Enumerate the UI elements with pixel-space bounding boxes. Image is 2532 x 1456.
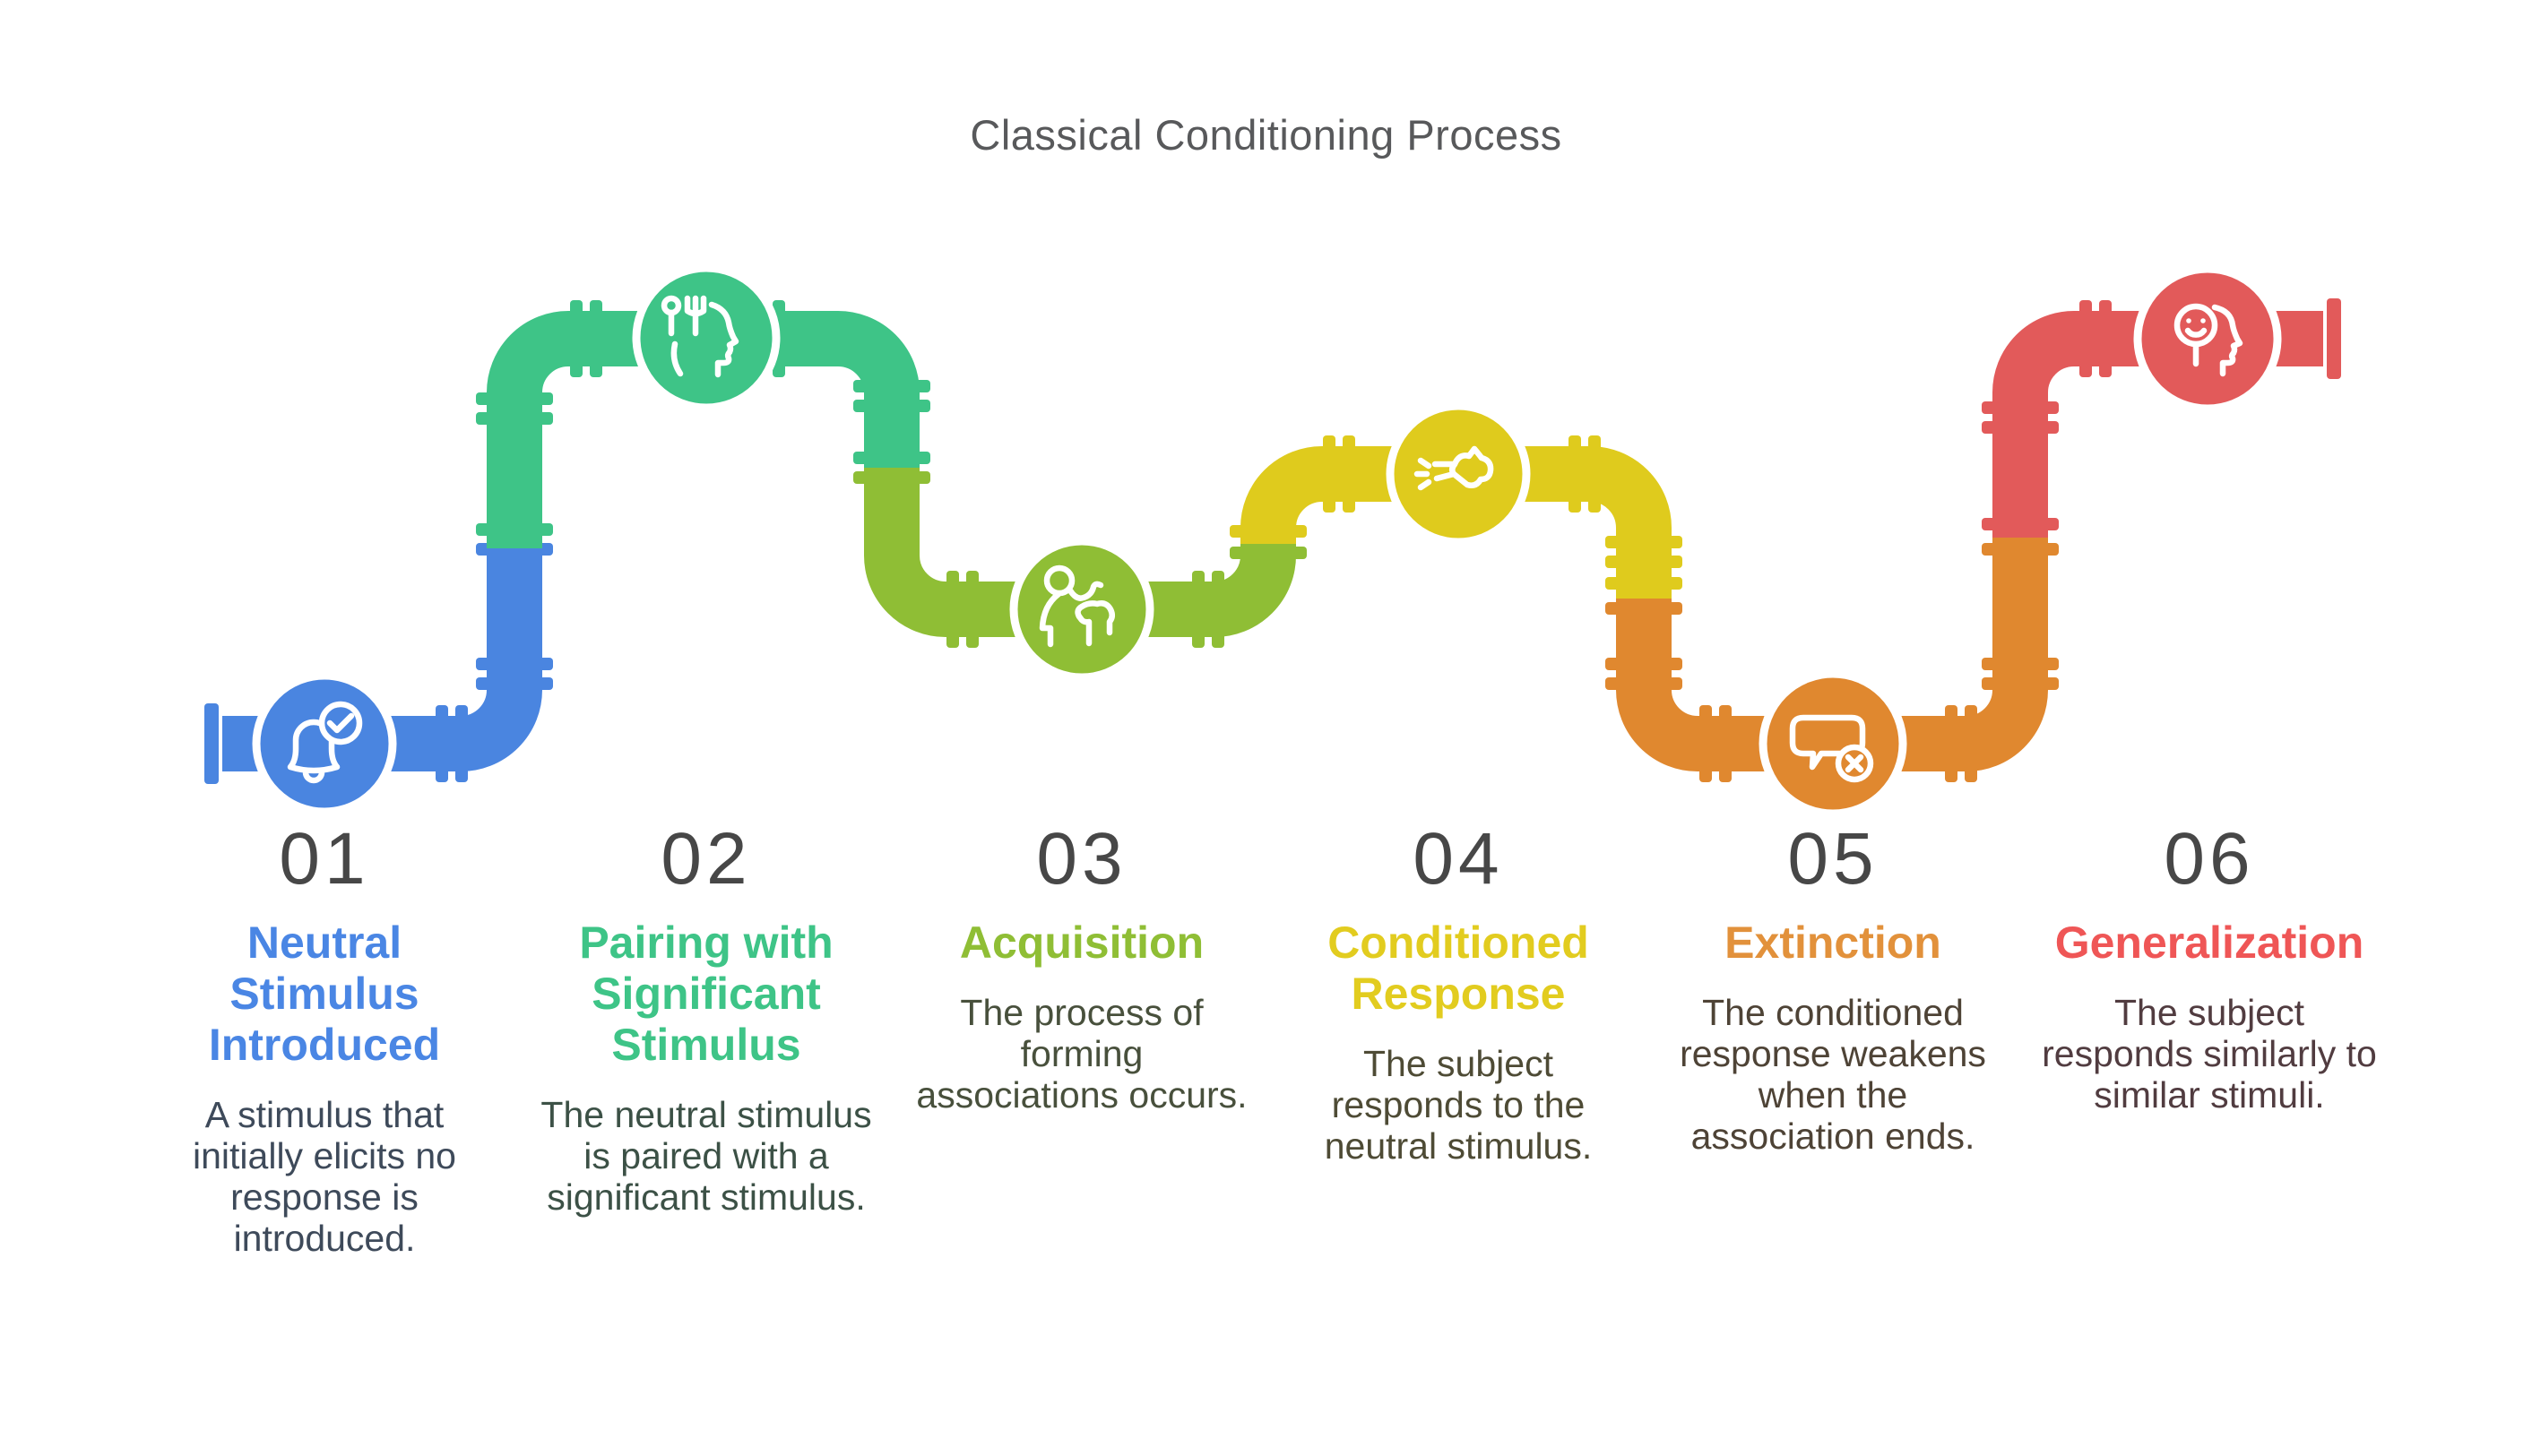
flange-bar: [1719, 705, 1732, 782]
flange-bar: [590, 300, 602, 377]
flange-bar: [946, 571, 959, 648]
flange-bar: [1982, 658, 2059, 670]
flange-bar: [476, 523, 553, 536]
step-number: 01: [279, 818, 370, 900]
flange-bar: [1982, 401, 2059, 414]
flange-bar: [1982, 677, 2059, 690]
step-heading: Pairing with Significant Stimulus: [579, 918, 834, 1070]
flange-bar: [1230, 547, 1307, 559]
valve-step-4: [1386, 401, 1531, 547]
flange-bar: [476, 658, 553, 670]
flange-bar: [1212, 571, 1224, 648]
flange-bar: [570, 300, 583, 377]
flange-bar: [1982, 421, 2059, 434]
flange-bar: [1945, 705, 1957, 782]
flange-bar: [1323, 435, 1335, 513]
valve-circle: [1759, 669, 1907, 818]
valve-step-3: [1009, 537, 1154, 682]
step-description: The process of forming associations occu…: [916, 992, 1248, 1116]
flange-bar: [1965, 705, 1977, 782]
step-5-column: 05 Extinction The conditioned response w…: [1645, 818, 2021, 1158]
flange-bar: [1605, 658, 1682, 670]
flange-bar: [853, 400, 930, 412]
step-6-column: 06 Generalization The subject responds s…: [2021, 823, 2398, 1116]
flange-bar: [2099, 300, 2112, 377]
step-description: The subject responds to the neutral stim…: [1324, 1043, 1593, 1167]
flange-bar: [1605, 536, 1682, 548]
flange-bar: [1588, 435, 1601, 513]
flange-bar: [853, 471, 930, 484]
valve-step-2: [632, 263, 781, 412]
step-heading: Neutral Stimulus Introduced: [208, 918, 441, 1070]
step-1-column: 01 Neutral Stimulus Introduced A stimulu…: [136, 818, 513, 1260]
valve-step-1: [252, 671, 397, 816]
step-2-column: 02 Pairing with Significant Stimulus The…: [518, 818, 894, 1219]
step-4-column: 04 Conditioned Response The subject resp…: [1270, 823, 1646, 1167]
step-heading: Generalization: [2054, 918, 2364, 968]
step-heading: Extinction: [1724, 918, 1941, 968]
flange-bar: [1343, 435, 1355, 513]
valve-step-5: [1759, 669, 1907, 818]
flange-bar: [476, 392, 553, 405]
valve-circle: [632, 263, 781, 412]
head-smiley-icon: [2173, 303, 2243, 377]
step-heading: Acquisition: [959, 918, 1205, 968]
head-utensils-icon: [661, 295, 739, 378]
flange-bar: [1605, 602, 1682, 615]
pipe-fittings-5: [1605, 543, 2059, 782]
flange-bar: [436, 705, 448, 782]
flange-bar: [853, 380, 930, 392]
step-description: The conditioned response weakens when th…: [1680, 992, 1986, 1157]
flange-bar: [2079, 300, 2092, 377]
step-description: The neutral stimulus is paired with a si…: [540, 1094, 872, 1218]
flange-bar: [1230, 525, 1307, 538]
flange-bar: [1982, 518, 2059, 530]
pipe-end-cap: [2327, 298, 2341, 379]
flange-bar: [1605, 677, 1682, 690]
barking-dog-icon: [1413, 445, 1494, 491]
flange-bar: [1568, 435, 1581, 513]
pipe-segment-1: [204, 543, 553, 784]
flange-bar: [1699, 705, 1712, 782]
pipe-fittings-6: [1982, 298, 2341, 530]
step-description: The subject responds similarly to simila…: [2042, 992, 2377, 1116]
page-title: Classical Conditioning Process: [970, 111, 1562, 159]
bell-check-icon: [287, 701, 363, 784]
step-description: A stimulus that initially elicits no res…: [193, 1094, 456, 1259]
pipe-fittings-4: [1230, 435, 1682, 590]
pipe-fittings-3: [853, 471, 1307, 648]
flange-bar: [853, 452, 930, 464]
valve-circle: [252, 671, 397, 816]
flange-bar: [1192, 571, 1205, 648]
pipe-segment-6: [1982, 298, 2341, 538]
pipe-end-cap: [204, 703, 219, 784]
flange-bar: [476, 412, 553, 425]
flange-bar: [1605, 556, 1682, 568]
flange-bar: [455, 705, 468, 782]
person-petting-dog-icon: [1039, 564, 1115, 648]
step-heading: Conditioned Response: [1327, 918, 1589, 1019]
flange-bar: [966, 571, 979, 648]
step-number: 06: [2164, 818, 2255, 900]
pipe-fittings-1: [204, 543, 553, 784]
step-3-column: 03 Acquisition The process of forming as…: [894, 823, 1270, 1116]
step-number: 03: [1036, 818, 1128, 900]
valve-step-6: [2133, 264, 2282, 413]
speech-bubble-cancel-icon: [1789, 714, 1874, 783]
step-number: 05: [1787, 818, 1879, 900]
step-number: 04: [1413, 818, 1504, 900]
step-number: 02: [661, 818, 752, 900]
flange-bar: [1605, 577, 1682, 590]
pipe-path-6: [1992, 311, 2323, 538]
flange-bar: [476, 677, 553, 690]
flange-bar: [1982, 543, 2059, 556]
